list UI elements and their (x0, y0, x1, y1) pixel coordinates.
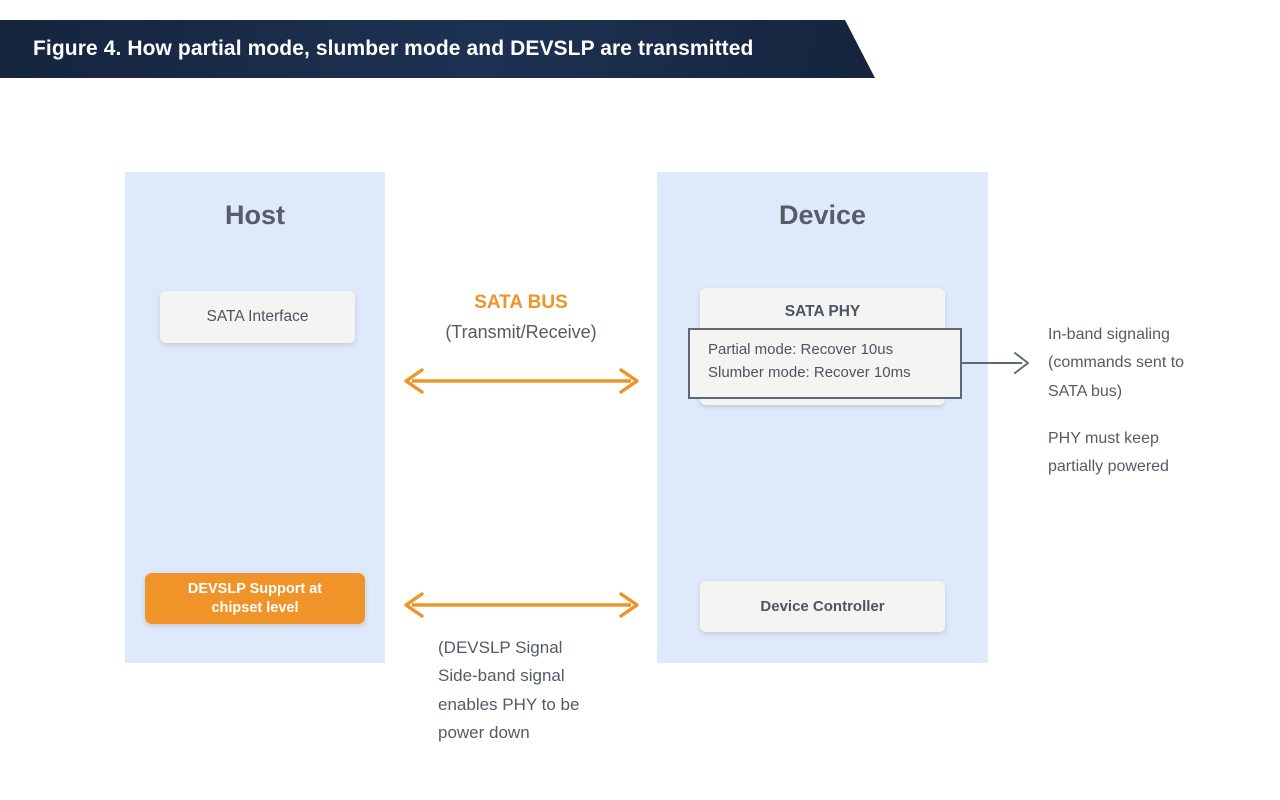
phy-note-line2: partially powered (1048, 458, 1169, 476)
phy-note-line1: PHY must keep (1048, 430, 1159, 447)
partial-mode-line: Partial mode: Recover 10us (708, 341, 894, 358)
device-controller-card[interactable]: Device Controller (700, 581, 945, 632)
sata-interface-label: SATA Interface (206, 308, 309, 325)
devslp-note-line3: enables PHY to be (438, 694, 580, 714)
page-title: Figure 4. How partial mode, slumber mode… (33, 37, 754, 60)
devslp-support-label-line1: DEVSLP Support at (187, 581, 323, 598)
sata-bus-sublabel: (Transmit/Receive) (445, 322, 597, 342)
devslp-signal-note: (DEVSLP Signal Side-band signal enables … (438, 634, 653, 748)
devslp-double-arrow-icon (404, 592, 639, 618)
devslp-note-line4: power down (438, 723, 530, 743)
phy-power-note: PHY must keep partially powered (1048, 425, 1223, 482)
sata-bus-double-arrow-icon (404, 368, 639, 394)
phy-callout-arrow-icon (960, 352, 1029, 374)
devslp-note-line1: (DEVSLP Signal (438, 638, 563, 657)
sata-interface-card[interactable]: SATA Interface (160, 291, 355, 343)
device-panel-title: Device (778, 200, 867, 230)
host-panel-title: Host (225, 200, 285, 230)
inband-note-line1: In-band signaling (1048, 326, 1170, 343)
phy-mode-detail-box: Partial mode: Recover 10us Slumber mode:… (688, 328, 962, 399)
inband-note-line2: (commands sent to (1048, 354, 1185, 372)
slumber-mode-line: Slumber mode: Recover 10ms (708, 364, 911, 382)
inband-note-line3: SATA bus) (1048, 382, 1123, 400)
figure-title-banner: Figure 4. How partial mode, slumber mode… (0, 20, 875, 78)
device-controller-label: Device Controller (760, 598, 885, 615)
devslp-support-label-line2: chipset level (211, 599, 299, 616)
devslp-support-card[interactable]: DEVSLP Support at chipset level (145, 573, 365, 624)
sata-phy-label: SATA PHY (784, 303, 861, 320)
devslp-note-line2: Side-band signal (438, 666, 565, 686)
sata-bus-label: SATA BUS (474, 292, 568, 313)
inband-signaling-note: In-band signaling (commands sent to SATA… (1048, 321, 1223, 406)
